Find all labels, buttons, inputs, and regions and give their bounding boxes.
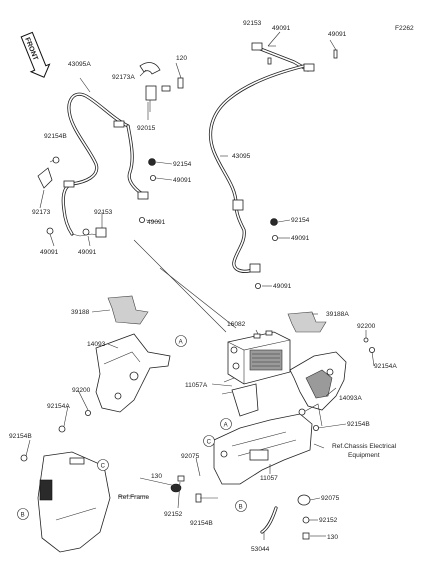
part-label: 92200 (72, 387, 91, 394)
part-label: 92075 (321, 495, 340, 502)
part-label: 92152 (319, 517, 338, 524)
part-label: 49091 (291, 235, 310, 242)
hose-bracket-left (37, 156, 60, 189)
part-label: 92173 (32, 209, 51, 216)
left-fittings (46, 158, 156, 238)
part-label: 92154A (374, 363, 397, 370)
callout-b1: B (235, 500, 247, 512)
svg-text:A: A (224, 423, 228, 429)
svg-text:C: C (207, 440, 212, 446)
svg-text:B: B (21, 513, 25, 519)
part-label: 49091 (272, 25, 291, 32)
part-label: 43095A (68, 61, 91, 68)
part-label: 49091 (328, 31, 347, 38)
part-label: 49091 (40, 249, 59, 256)
leader-lines (25, 31, 375, 540)
abs-hydraulic-unit (227, 330, 291, 385)
part-label: 92153 (94, 209, 113, 216)
part-label: 39188 (71, 309, 90, 316)
part-label: 39188A (326, 311, 349, 318)
hose-bracket-upper (139, 62, 184, 112)
part-label: 92173A (112, 74, 135, 81)
part-label: 92154B (9, 433, 32, 440)
part-label: 120 (176, 55, 187, 62)
part-label: 92154 (291, 217, 310, 224)
callout-b2: B (17, 508, 29, 520)
part-label: 92154 (173, 161, 192, 168)
front-arrow-icon: FRONT (20, 31, 51, 78)
part-label: 92154B (44, 133, 67, 140)
part-label: 14093A (339, 395, 362, 402)
part-label: 11057A (185, 382, 208, 389)
rubber-pads (107, 295, 327, 333)
part-label: 49091 (147, 219, 166, 226)
part-label: 92015 (137, 125, 156, 132)
lower-hardware (20, 337, 375, 540)
callout-a1: A (175, 335, 187, 347)
svg-text:C: C (101, 464, 106, 470)
part-label: 92153 (243, 20, 262, 27)
part-label: 92154B (190, 520, 213, 527)
part-label: 92152 (164, 511, 183, 518)
left-cover (95, 333, 171, 413)
right-brake-hose (208, 42, 338, 289)
callout-c1: C (203, 435, 215, 447)
svg-text:B: B (239, 505, 243, 511)
part-label: 43095 (232, 153, 251, 160)
part-label: 92154A (47, 403, 70, 410)
callout-c2: C (97, 459, 109, 471)
part-label: 130 (327, 534, 338, 541)
part-label: 53044 (251, 546, 270, 553)
ref-chassis-electrical-2: Equipment (348, 452, 380, 459)
frame-section (37, 451, 111, 553)
figure-code: F2262 (395, 25, 414, 32)
part-label: 49091 (78, 249, 97, 256)
left-brake-hose (61, 92, 149, 237)
part-label: 92154B (347, 421, 370, 428)
abs-mounting-brackets (213, 377, 323, 485)
part-label: 14093 (87, 341, 106, 348)
ref-chassis-electrical-1: Ref.Chassis Electrical (332, 443, 397, 450)
part-label: 92075 (181, 453, 200, 460)
ref-frame: Ref.Frame (118, 494, 149, 501)
callout-a2: A (220, 418, 232, 430)
right-cover (289, 351, 347, 411)
part-label: 16082 (227, 321, 246, 328)
hose-fitting (113, 120, 125, 128)
svg-text:A: A (179, 340, 183, 346)
part-label: 49091 (273, 283, 292, 290)
part-label: 92200 (357, 323, 376, 330)
part-labels: 43095A 92173A 120 92015 92154 49091 4909… (9, 20, 397, 553)
part-label: 11057 (260, 475, 278, 482)
part-label: 49091 (173, 177, 192, 184)
part-label: 130 (151, 473, 162, 480)
